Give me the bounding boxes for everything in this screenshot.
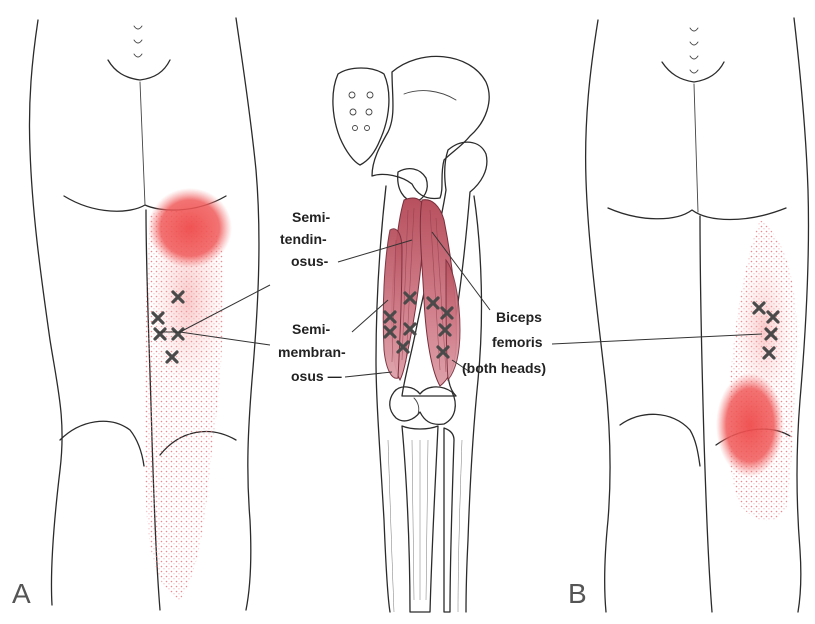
biceps-femoris-line-1: Biceps bbox=[496, 309, 542, 325]
panel-a-knee-crease-left bbox=[60, 421, 144, 466]
panel-b-label: B bbox=[568, 578, 587, 609]
panel-a-figure: A bbox=[12, 18, 259, 610]
knee-joint bbox=[390, 387, 456, 424]
label-semitendinosus: Semi- tendin- osus- bbox=[280, 209, 330, 269]
anatomy-illustration bbox=[333, 56, 489, 612]
biceps-femoris-line-2: femoris bbox=[492, 334, 543, 350]
panel-b-referred-pain-zone bbox=[716, 220, 797, 521]
semimembranosus-line-1: Semi- bbox=[292, 321, 330, 337]
semitendinosus-line-1: Semi- bbox=[292, 209, 330, 225]
panel-b-cleft bbox=[662, 62, 724, 82]
panel-b-spine-marks bbox=[690, 28, 698, 73]
panel-b-midline bbox=[694, 84, 698, 212]
panel-a-cleft bbox=[108, 60, 170, 80]
semimembranosus-muscle bbox=[383, 229, 402, 378]
panel-a-spine-marks bbox=[134, 26, 142, 57]
pelvis-detail bbox=[404, 91, 456, 100]
leader-lines bbox=[158, 232, 762, 377]
panel-b-figure: B bbox=[568, 18, 809, 612]
panel-a-midline bbox=[140, 82, 145, 205]
fibula bbox=[444, 428, 454, 612]
semimembranosus-line-3: osus — bbox=[291, 368, 342, 384]
thigh-right-outline bbox=[466, 196, 481, 612]
semimembranosus-line-2: membran- bbox=[278, 344, 346, 360]
leader-semimembranosus-2 bbox=[345, 372, 392, 377]
panel-a-label: A bbox=[12, 578, 31, 609]
leader-semimembranosus bbox=[352, 300, 388, 332]
leader-biceps-to-panel-b bbox=[552, 334, 762, 344]
semitendinosus-line-3: osus- bbox=[291, 253, 329, 269]
panel-a-left-outline bbox=[29, 20, 62, 605]
panel-a-right-outline bbox=[236, 18, 259, 610]
panel-b-inner-thigh bbox=[700, 216, 712, 612]
label-semimembranosus: Semi- membran- osus — bbox=[278, 321, 346, 384]
semitendinosus-line-2: tendin- bbox=[280, 231, 327, 247]
knee-detail bbox=[414, 398, 419, 414]
pelvis bbox=[372, 56, 489, 198]
panel-b-left-outline bbox=[586, 20, 610, 612]
label-biceps-femoris: Biceps femoris (both heads) bbox=[462, 309, 546, 376]
panel-b-knee-crease-left bbox=[620, 414, 700, 466]
sacrum bbox=[333, 68, 389, 165]
biceps-femoris-short-head bbox=[446, 260, 460, 380]
panel-a-referred-pain-zone bbox=[145, 188, 232, 600]
biceps-femoris-line-3: (both heads) bbox=[462, 360, 546, 376]
sacrum-foramina bbox=[349, 92, 373, 131]
panel-b-gluteal-crease bbox=[608, 208, 786, 220]
